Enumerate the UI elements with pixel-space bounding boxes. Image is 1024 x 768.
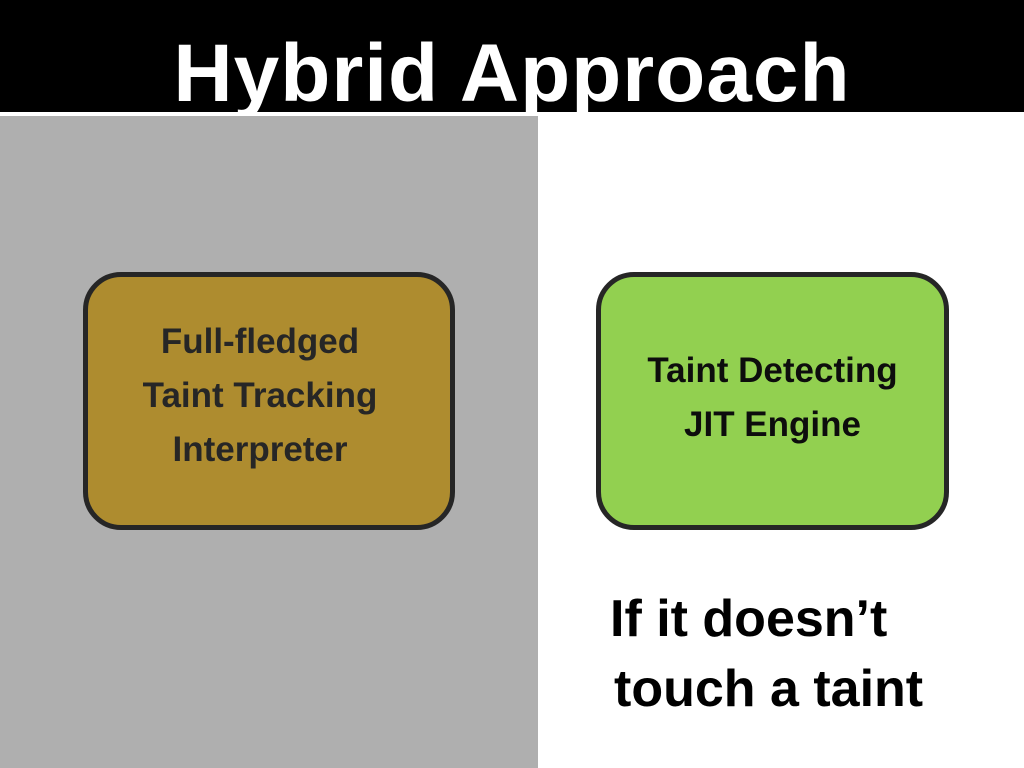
taint-detecting-jit-box: Taint Detecting JIT Engine bbox=[596, 272, 949, 530]
caption-line: If it doesn’t bbox=[610, 590, 888, 648]
interpreter-box-label: Full-fledged Taint Tracking Interpreter bbox=[143, 315, 378, 477]
interpreter-label-line: Interpreter bbox=[172, 430, 348, 469]
interpreter-label-line: Taint Tracking bbox=[142, 376, 378, 415]
interpreter-label-line: Full-fledged bbox=[160, 322, 360, 361]
condition-caption: If it doesn’t touch a taint bbox=[580, 584, 1000, 724]
title-bar bbox=[0, 0, 1024, 112]
slide-title: Hybrid Approach bbox=[173, 28, 851, 119]
caption-line: touch a taint bbox=[614, 660, 924, 718]
jit-label-line: Taint Detecting bbox=[647, 351, 898, 390]
jit-label-line: JIT Engine bbox=[684, 405, 861, 444]
taint-tracking-interpreter-box: Full-fledged Taint Tracking Interpreter bbox=[83, 272, 455, 530]
jit-box-label: Taint Detecting JIT Engine bbox=[647, 344, 897, 452]
